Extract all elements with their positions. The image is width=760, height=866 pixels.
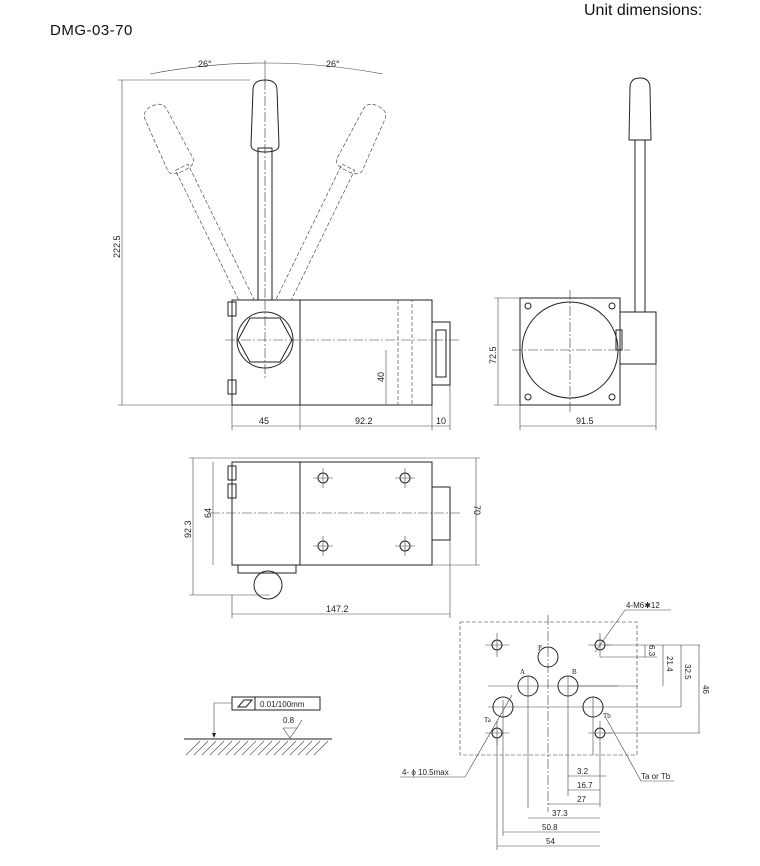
length-total-label: 147.2 bbox=[326, 604, 349, 614]
bolt-holes-label: 4-M6✱12 bbox=[626, 601, 660, 610]
unit-dimensions-label: Unit dimensions: bbox=[584, 2, 703, 19]
mounting-holes bbox=[313, 468, 415, 556]
side-view: 72.5 91.5 bbox=[488, 77, 657, 430]
vdim-46: 46 bbox=[701, 685, 710, 694]
hdim-54: 54 bbox=[546, 837, 555, 846]
angle-left-label: 26° bbox=[198, 59, 212, 69]
model-title: DMG-03-70 bbox=[50, 22, 133, 39]
roughness-value: 0.8 bbox=[283, 716, 295, 725]
dim-block-label: 45 bbox=[259, 416, 269, 426]
hdim-3-2: 3.2 bbox=[577, 767, 589, 776]
port-tb-label: Tb bbox=[603, 712, 611, 720]
dim-body-label: 92.2 bbox=[355, 416, 373, 426]
depth-connector-label: 70 bbox=[472, 505, 482, 515]
front-view: 26° 26° 222.5 40 bbox=[112, 59, 460, 430]
tank-holes-label: 4- ϕ 10.5max bbox=[402, 768, 449, 777]
side-height-label: 72.5 bbox=[488, 346, 498, 364]
port-b-label: B bbox=[572, 668, 577, 676]
hdim-37-3: 37.3 bbox=[552, 809, 568, 818]
flatness-tolerance: 0.01/100mm bbox=[260, 700, 305, 709]
dim-connector-label: 10 bbox=[436, 416, 446, 426]
height-total-label: 222.5 bbox=[112, 235, 122, 258]
surface-hatching bbox=[185, 740, 329, 756]
vdim-21-4: 21.4 bbox=[665, 656, 674, 672]
depth-total-label: 92.3 bbox=[183, 520, 193, 538]
vdim-6-3: 6.3 bbox=[647, 645, 656, 657]
port-ta-label: Ta bbox=[484, 716, 492, 724]
port-a-label: A bbox=[520, 668, 525, 676]
height-40-label: 40 bbox=[376, 372, 386, 382]
hdim-16-7: 16.7 bbox=[577, 781, 593, 790]
port-p bbox=[537, 646, 559, 668]
side-width-label: 91.5 bbox=[576, 416, 594, 426]
hdim-27: 27 bbox=[577, 795, 586, 804]
flatness-icon bbox=[236, 699, 254, 708]
flatness-callout: 0.01/100mm 0.8 bbox=[184, 696, 332, 756]
hdim-50-8: 50.8 bbox=[542, 823, 558, 832]
tank-note-label: Ta or Tb bbox=[641, 772, 671, 781]
angle-right-label: 26° bbox=[326, 59, 340, 69]
depth-body-label: 64 bbox=[203, 508, 213, 518]
angle-arc bbox=[149, 62, 384, 75]
top-view: 92.3 64 70 147.2 bbox=[183, 457, 482, 618]
port-p-label: P bbox=[538, 644, 542, 652]
vdim-32-5: 32.5 bbox=[683, 664, 692, 680]
mounting-surface: P A B Ta Tb 4-M6✱12 4- ϕ 10.5max Ta or T… bbox=[400, 601, 710, 850]
